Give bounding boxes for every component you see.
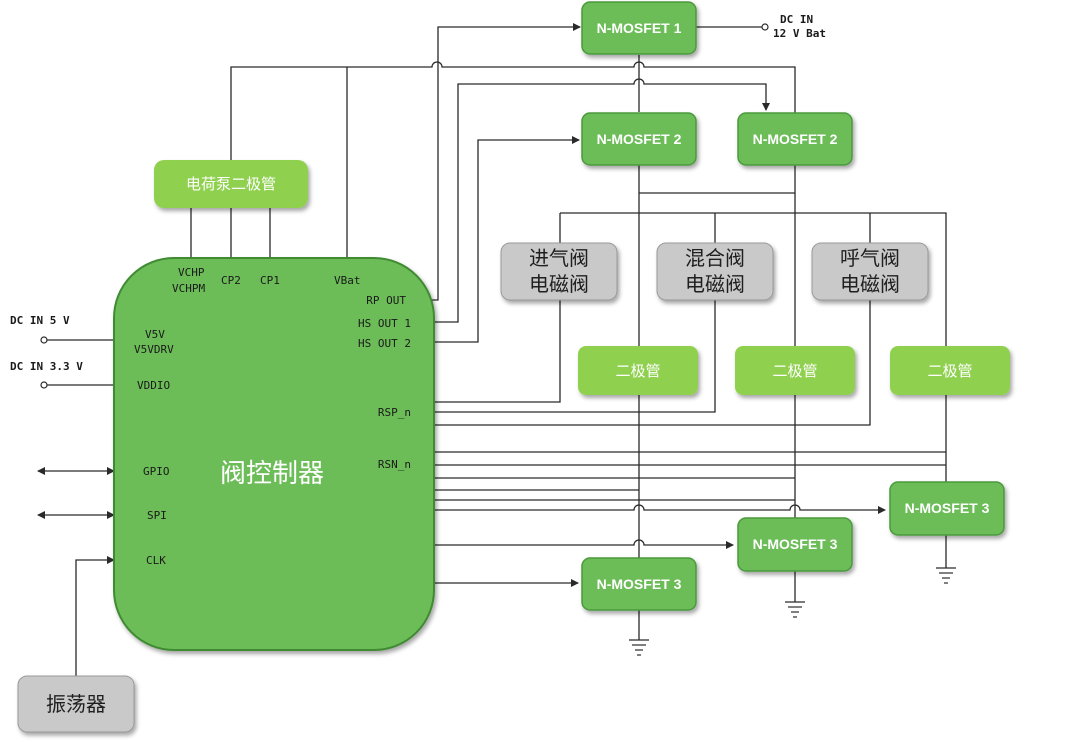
pin-vddio: VDDIO	[137, 379, 170, 392]
pin-cp1: CP1	[260, 274, 280, 287]
mosfet-3-right-block: N-MOSFET 3	[889, 481, 1005, 536]
exhale-valve-line2: 电磁阀	[840, 272, 900, 296]
mosfet-3-left-label: N-MOSFET 3	[597, 576, 682, 592]
pin-rsp-n: RSP_n	[378, 406, 411, 419]
pin-gpio: GPIO	[143, 465, 170, 478]
mosfet-2-right-label: N-MOSFET 2	[753, 131, 838, 147]
ground-symbol	[629, 639, 649, 656]
diode-2-block: 二极管	[735, 346, 855, 395]
ground-symbol	[936, 567, 956, 584]
diode-1-block: 二极管	[578, 346, 698, 395]
mosfet-1-block: N-MOSFET 1	[581, 1, 697, 55]
pin-hs-out-2: HS OUT 2	[358, 337, 411, 350]
pin-clk: CLK	[146, 554, 166, 567]
diode-3-label: 二极管	[927, 362, 972, 380]
mosfet-3-middle-block: N-MOSFET 3	[737, 517, 853, 572]
intake-valve-line1: 进气阀	[529, 246, 589, 270]
diode-3-block: 二极管	[890, 346, 1010, 395]
pin-v5v: V5V	[145, 328, 165, 341]
pin-rp-out: RP OUT	[366, 294, 406, 307]
dc-in-12v-bat-label: 12 V Bat	[773, 27, 826, 40]
pin-cp2: CP2	[221, 274, 241, 287]
diode-2-label: 二极管	[772, 362, 817, 380]
controller-title: 阀控制器	[220, 459, 324, 489]
mosfet-2-left-label: N-MOSFET 2	[597, 131, 682, 147]
intake-valve-line2: 电磁阀	[529, 272, 589, 296]
exhale-valve-line1: 呼气阀	[840, 246, 900, 270]
oscillator-block: 振荡器	[17, 675, 135, 733]
pin-spi: SPI	[147, 509, 167, 522]
dc-in-12v-label: DC IN	[780, 13, 813, 26]
mixing-valve-line2: 电磁阀	[685, 272, 745, 296]
mosfet-3-right-label: N-MOSFET 3	[905, 500, 990, 516]
charge-pump-label: 电荷泵二极管	[186, 175, 276, 193]
dc-in-3v3-label: DC IN 3.3 V	[10, 360, 83, 373]
pin-vchpm: VCHPM	[172, 282, 205, 295]
mosfet-2-left-block: N-MOSFET 2	[581, 112, 697, 166]
oscillator-label: 振荡器	[46, 692, 106, 716]
pin-rsn-n: RSN_n	[378, 458, 411, 471]
valve-controller-block: 阀控制器 VCHP VCHPM CP2 CP1 VBat V5V V5VDRV …	[113, 257, 435, 651]
mixing-valve-line1: 混合阀	[685, 246, 745, 270]
dc-in-5v-label: DC IN 5 V	[10, 314, 70, 327]
exhale-valve-block: 呼气阀 电磁阀	[811, 242, 929, 301]
mixing-valve-block: 混合阀 电磁阀	[656, 242, 774, 301]
diode-1-label: 二极管	[615, 362, 660, 380]
intake-valve-block: 进气阀 电磁阀	[500, 242, 618, 301]
mosfet-3-middle-label: N-MOSFET 3	[753, 536, 838, 552]
ground-symbol	[785, 601, 805, 618]
mosfet-1-label: N-MOSFET 1	[597, 20, 682, 36]
pin-vbat: VBat	[334, 274, 361, 287]
pin-hs-out-1: HS OUT 1	[358, 317, 411, 330]
charge-pump-diode-block: 电荷泵二极管	[154, 160, 308, 208]
mosfet-3-left-block: N-MOSFET 3	[581, 557, 697, 611]
mosfet-2-right-block: N-MOSFET 2	[737, 112, 853, 166]
pin-v5vdrv: V5VDRV	[134, 343, 174, 356]
pin-vchp: VCHP	[178, 266, 205, 279]
